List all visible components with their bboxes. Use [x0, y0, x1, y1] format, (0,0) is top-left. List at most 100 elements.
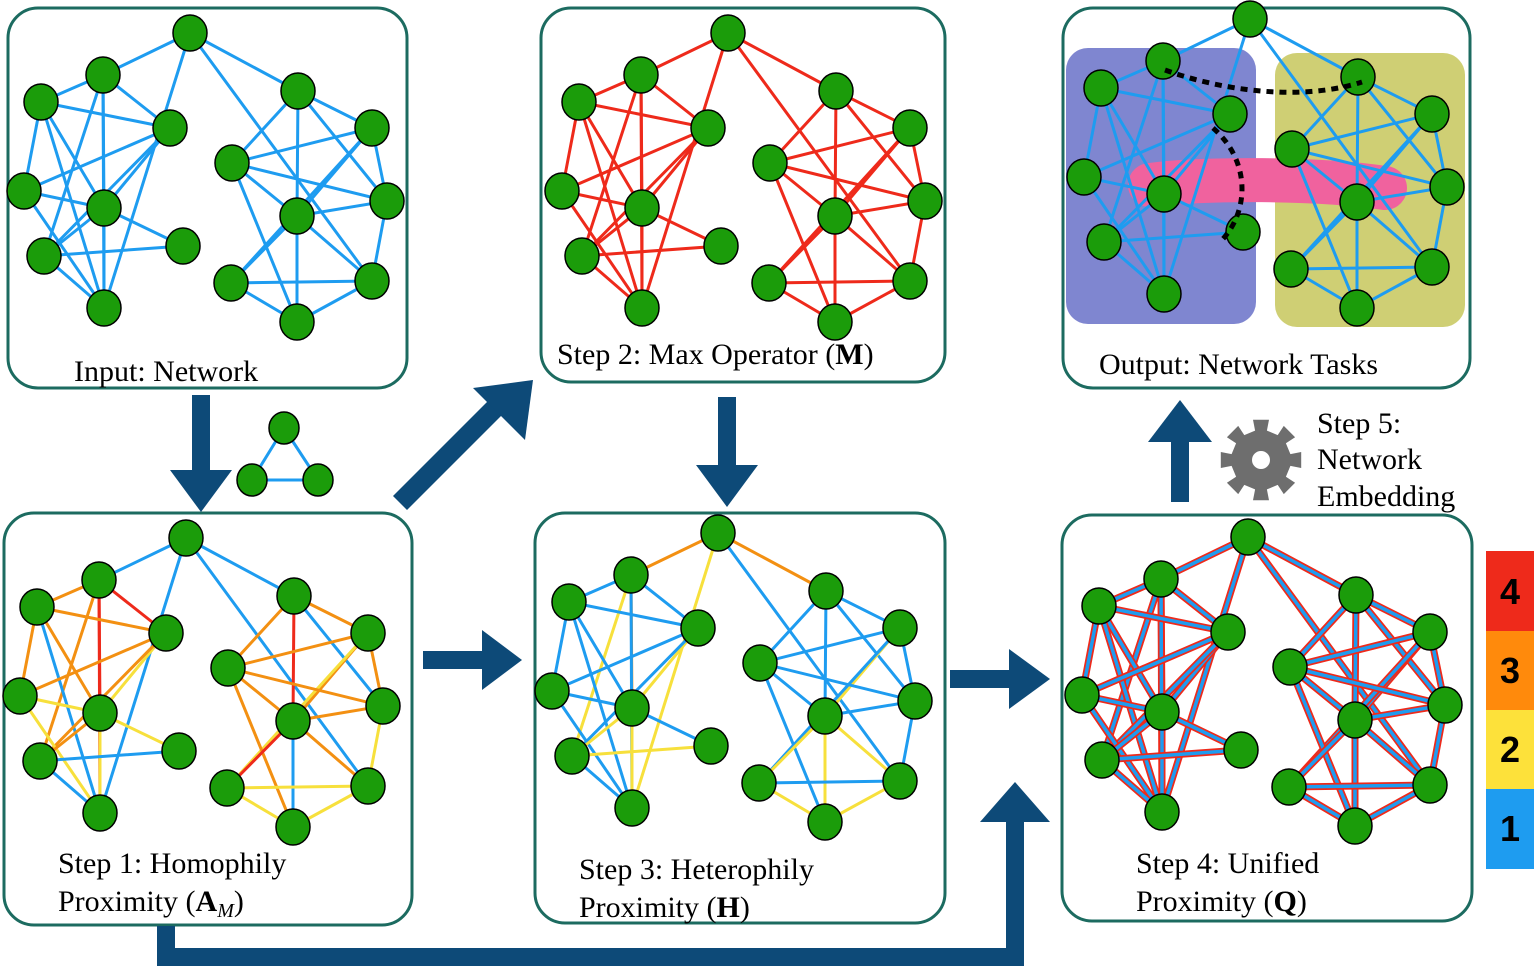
- graph-edge: [1353, 593, 1358, 722]
- graph-step3: [534, 514, 933, 841]
- output-title: Output: Network Tasks: [1099, 348, 1378, 381]
- graph-node: [354, 109, 390, 147]
- graph-node: [1429, 168, 1465, 206]
- graph-edge: [188, 31, 300, 93]
- graph-edge: [550, 689, 634, 810]
- graph-edge: [1097, 604, 1164, 714]
- graph-edge: [1246, 535, 1432, 787]
- graph-node: [1427, 686, 1463, 724]
- graph-edge: [18, 694, 102, 815]
- legend-label-3: 3: [1500, 650, 1520, 691]
- graph-node: [614, 789, 650, 827]
- graph-edge: [833, 89, 838, 218]
- graph-node: [165, 227, 201, 265]
- graph-edge: [102, 31, 192, 310]
- graph-node: [1338, 576, 1374, 614]
- graph-node: [1144, 693, 1180, 731]
- graph-edge: [226, 666, 295, 829]
- graph-node: [26, 237, 62, 275]
- graph-node: [807, 803, 843, 841]
- graph-node: [1272, 648, 1308, 686]
- legend-label-2: 2: [1500, 729, 1520, 770]
- graph-node: [1337, 701, 1373, 739]
- graph-node: [1271, 768, 1307, 806]
- graph-edge: [35, 605, 102, 715]
- graph-edge: [834, 89, 927, 203]
- graph-edge: [225, 784, 370, 790]
- legend-swatch-3: [1486, 631, 1534, 710]
- graph-input: [6, 14, 405, 341]
- graph-node: [1146, 175, 1182, 213]
- arrow-step4-to-output: [1148, 400, 1212, 502]
- graph-node: [6, 172, 42, 210]
- graph-edge: [1354, 593, 1447, 707]
- graph-edge: [577, 100, 644, 310]
- graph-node: [690, 109, 726, 147]
- graph-node: [907, 182, 943, 220]
- graph-step1: [2, 519, 401, 846]
- graph-edge: [18, 631, 168, 698]
- graph-edge: [1080, 693, 1164, 814]
- graph-edge: [1290, 147, 1449, 189]
- graph-edge: [560, 126, 710, 193]
- graph-node: [276, 577, 312, 615]
- graph-edge: [640, 31, 730, 310]
- graph-node: [1414, 248, 1450, 286]
- graph-node: [1210, 613, 1246, 651]
- graph-node: [1273, 250, 1309, 288]
- graph-edge: [42, 244, 185, 258]
- graph-node: [354, 262, 390, 300]
- graph-edge: [726, 31, 838, 93]
- graph-edge: [230, 161, 389, 203]
- graph-node: [82, 694, 118, 732]
- graph-edge: [230, 126, 374, 165]
- graph-node: [680, 609, 716, 647]
- graph-node: [19, 588, 55, 626]
- graph-edge: [577, 100, 710, 130]
- graph-edge: [39, 100, 106, 210]
- graph-node: [1066, 158, 1102, 196]
- graph-edge: [38, 578, 101, 763]
- graph-node: [534, 672, 570, 710]
- graph-node: [1412, 766, 1448, 804]
- legend-swatch-1: [1486, 789, 1534, 869]
- graph-edge: [38, 749, 181, 763]
- graph-edge: [768, 126, 912, 165]
- graph-node: [700, 514, 736, 552]
- graph-edge: [1100, 748, 1243, 762]
- step1-title-line1: Step 1: Homophily: [58, 847, 286, 880]
- graph-edge: [1102, 59, 1165, 244]
- graph-node: [752, 144, 788, 182]
- graph-edge: [42, 73, 105, 258]
- graph-edge: [1290, 112, 1434, 151]
- graph-edge: [758, 661, 917, 703]
- graph-node: [807, 697, 843, 735]
- graph-edge: [570, 744, 713, 758]
- graph-node: [2, 677, 38, 715]
- graph-edge: [184, 536, 370, 788]
- graph-edge: [291, 594, 296, 723]
- graph-node: [1412, 613, 1448, 651]
- graph-edge: [226, 631, 370, 670]
- graph-step2: [544, 14, 943, 341]
- graph-node: [1064, 676, 1100, 714]
- graph-edge: [1102, 230, 1245, 244]
- graph-edge: [1099, 86, 1166, 296]
- graph-edge: [567, 600, 634, 810]
- graph-node: [1212, 95, 1248, 133]
- graph-edge: [716, 531, 902, 783]
- graph-node: [1084, 741, 1120, 779]
- graph-node: [280, 72, 316, 110]
- graph-node: [897, 682, 933, 720]
- arrow-step1-to-step4-bottom: [157, 782, 1050, 966]
- graph-node: [275, 702, 311, 740]
- graph-node: [210, 649, 246, 687]
- arrow-step1-to-step2: [393, 380, 533, 510]
- step5-line2: Network: [1317, 443, 1422, 476]
- step4-title-line1: Step 4: Unified: [1136, 847, 1319, 880]
- dotted-link-2: [1211, 126, 1245, 242]
- step5-line1: Step 5:: [1317, 407, 1401, 440]
- graph-node: [882, 609, 918, 647]
- legend-label-4: 4: [1500, 571, 1520, 612]
- graph-edge: [35, 605, 102, 815]
